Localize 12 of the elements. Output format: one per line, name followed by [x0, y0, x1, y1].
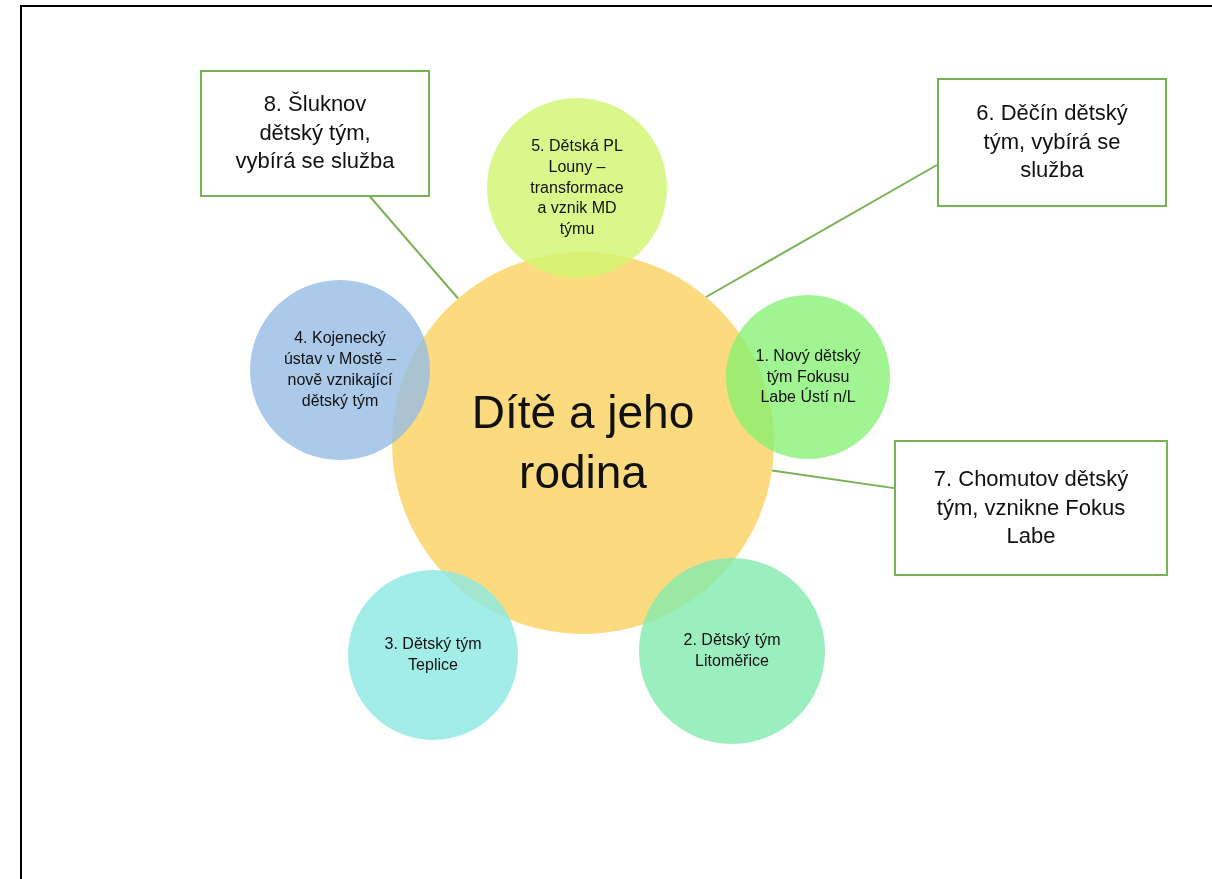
node-text: 7. Chomutov dětský tým, vznikne Fokus Labe — [932, 465, 1130, 551]
node-text: 3. Dětský tým Teplice — [383, 634, 483, 675]
node-text: 8. Šluknov dětský tým, vybírá se služba — [234, 90, 396, 176]
center-title: Dítě a jeho rodina — [470, 385, 696, 500]
callout-box — [200, 69, 430, 197]
node-text: 5. Dětská PL Louny – transformace a vznik MD týmu — [529, 136, 625, 240]
callout-box — [894, 440, 1168, 576]
node-text: 2. Dětský tým Litoměřice — [682, 630, 782, 671]
callout-box — [937, 77, 1167, 207]
node-text: 6. Děčín dětský tým, vybírá se služba — [975, 99, 1129, 185]
node-text: 1. Nový dětský tým Fokusu Labe Ústí n/L — [754, 345, 862, 408]
node-text: 4. Kojenecký ústav v Mostě – nově vznikající dětský tým — [282, 328, 397, 411]
